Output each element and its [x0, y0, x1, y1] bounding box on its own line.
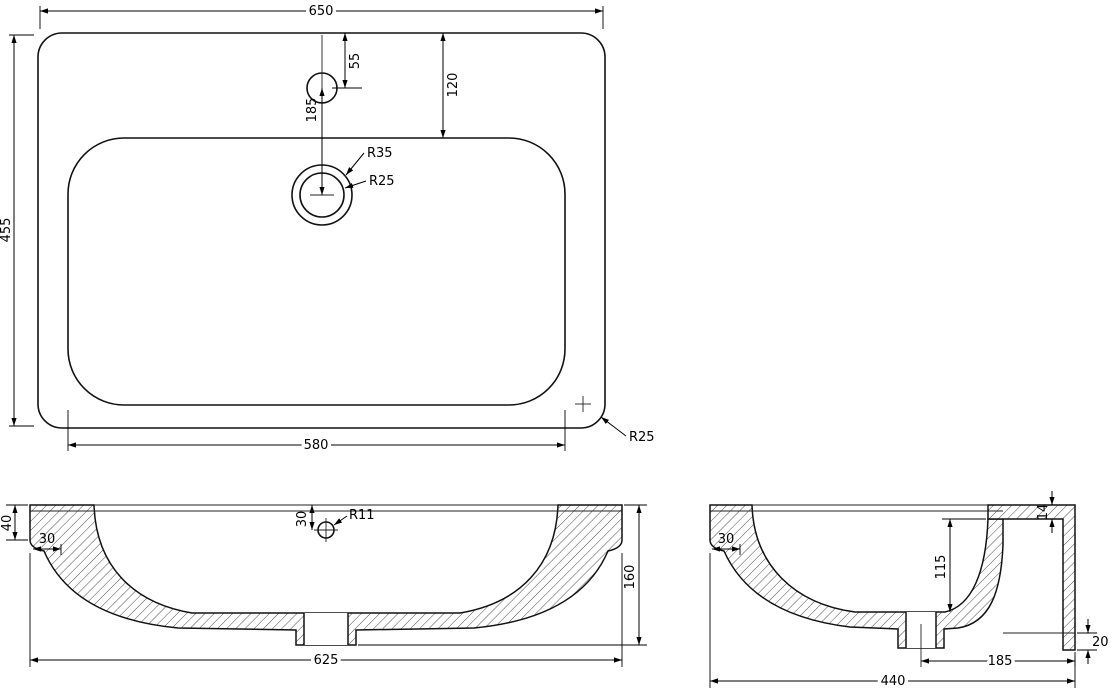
dim-bowl-top-offset: 120: [440, 33, 461, 138]
bowl-edge: [67, 137, 566, 406]
dim-label-rim-thickness: 14: [1036, 504, 1051, 521]
dim-total-height: 160: [358, 504, 647, 646]
dim-label-edge-height: 40: [0, 515, 15, 532]
corner-radius-center-mark: [575, 396, 591, 412]
dim-overall-width: 650: [39, 1, 604, 29]
side-deck-and-skirt: [987, 504, 1076, 651]
front-section-view: 40 30 30 R11 160 625: [0, 504, 647, 672]
dim-overall-depth: 455: [0, 34, 34, 427]
dim-label-bowl-top-offset: 120: [446, 73, 461, 98]
dim-label-drain-radius-inner: R25: [369, 174, 395, 189]
dim-front-wall-inset: 30: [33, 532, 62, 555]
dim-rim-thickness: 14: [1036, 491, 1055, 533]
leader-drain-radius-inner: R25: [344, 174, 395, 189]
dim-edge-height: 40: [0, 504, 28, 541]
side-section-view: 30 115 14 20 185: [709, 491, 1109, 693]
dim-label-drain-radius-outer: R35: [367, 146, 393, 161]
dim-front-overall-width: 625: [29, 553, 623, 672]
dim-label-overall-width: 650: [309, 4, 334, 19]
overflow-hole-section: [314, 518, 338, 542]
dim-label-side-overall-depth: 440: [881, 674, 906, 689]
dim-bowl-depth: 115: [934, 518, 986, 612]
dim-faucet-hole-offset: 55: [332, 33, 363, 89]
dim-overflow-depth: 30: [295, 505, 315, 530]
dim-label-front-overall-width: 625: [314, 653, 339, 668]
dim-label-overall-depth: 455: [0, 218, 14, 243]
dim-side-wall-inset: 30: [712, 532, 741, 555]
dim-label-bowl-depth: 115: [934, 555, 949, 580]
dim-label-overflow-depth: 30: [295, 511, 310, 528]
dim-label-foot-height: 20: [1092, 635, 1109, 650]
dim-label-faucet-hole-offset: 55: [348, 53, 363, 70]
dim-bowl-width: 580: [67, 410, 566, 457]
leader-drain-radius-outer: R35: [345, 146, 393, 176]
dim-label-total-height: 160: [623, 565, 638, 590]
dim-label-front-wall-inset: 30: [39, 532, 56, 547]
dim-label-overflow-radius: R11: [349, 508, 375, 523]
dim-foot-height: 20: [1077, 619, 1109, 664]
dim-side-overall-depth: 440: [709, 553, 1076, 693]
dim-label-corner-radius: R25: [629, 430, 655, 445]
top-view: 650 455 580 55 185 1: [0, 1, 655, 457]
dim-faucet-to-drain: 185: [305, 88, 325, 195]
front-drain-channel: [304, 613, 348, 645]
side-section-shell: [709, 504, 1004, 649]
dim-label-side-wall-inset: 30: [718, 532, 735, 547]
dim-label-drain-to-back: 185: [988, 654, 1013, 669]
leader-corner-radius: R25: [600, 416, 655, 445]
dim-drain-to-back: 185: [921, 651, 1076, 673]
leader-overflow-radius: R11: [333, 508, 375, 526]
dim-label-bowl-width: 580: [304, 438, 329, 453]
dim-label-faucet-to-drain: 185: [305, 98, 320, 123]
